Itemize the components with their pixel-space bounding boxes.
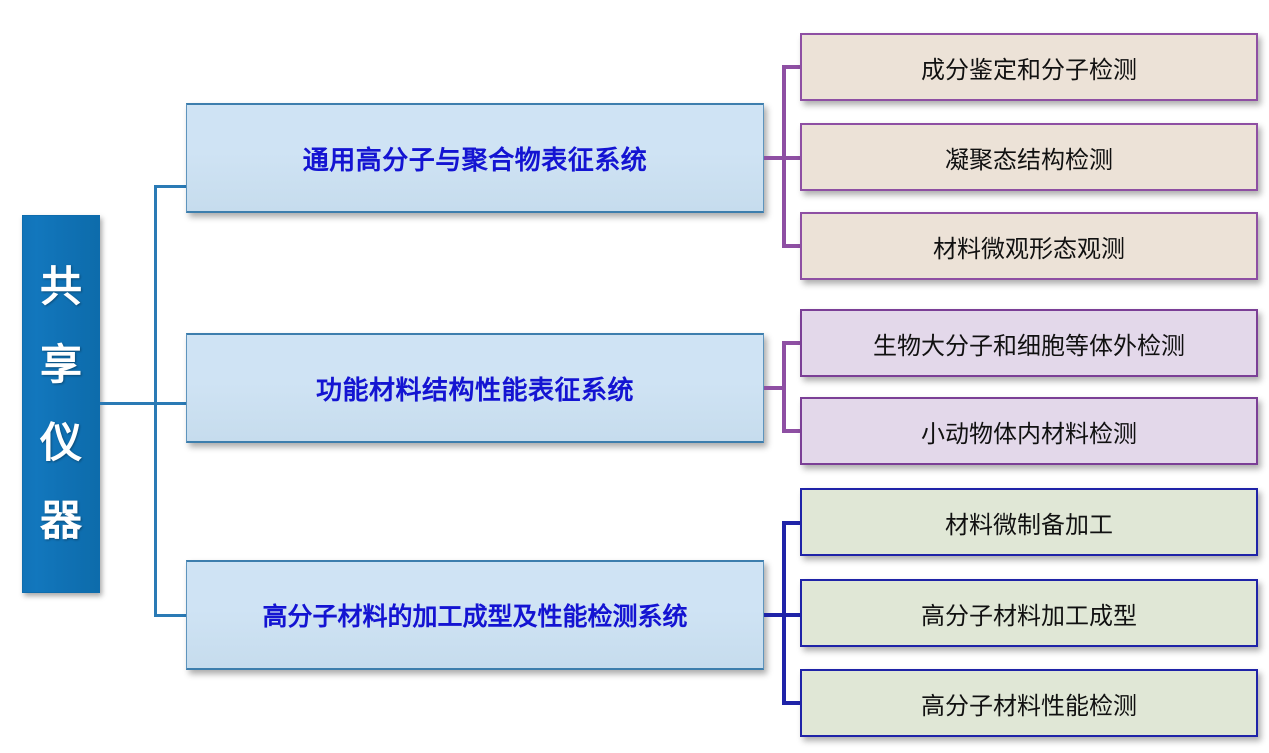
connector-branch2-stub xyxy=(764,386,784,390)
leaf-node-3-2[interactable]: 高分子材料加工成型 xyxy=(800,579,1258,647)
leaf-node-3-1-label: 材料微制备加工 xyxy=(945,510,1113,539)
branch-node-1[interactable]: 通用高分子与聚合物表征系统 xyxy=(186,103,764,213)
leaf-node-1-3[interactable]: 材料微观形态观测 xyxy=(800,212,1258,280)
leaf-node-1-1[interactable]: 成分鉴定和分子检测 xyxy=(800,33,1258,101)
leaf-node-1-2-label: 凝聚态结构检测 xyxy=(945,145,1113,174)
branch-node-3-label: 高分子材料的加工成型及性能检测系统 xyxy=(262,602,688,631)
connector-branch2-arm-1 xyxy=(782,341,802,345)
root-char-3: 仪 xyxy=(39,418,82,467)
connector-branch3-arm-2 xyxy=(782,613,802,617)
connector-branch1-arm-1 xyxy=(782,65,802,69)
connector-branch2-spine xyxy=(782,341,786,433)
connector-branch2-arm-2 xyxy=(782,429,802,433)
branch-node-2-label: 功能材料结构性能表征系统 xyxy=(315,375,634,406)
branch-node-2[interactable]: 功能材料结构性能表征系统 xyxy=(186,333,764,443)
root-node-shared-instruments[interactable]: 共 享 仪 器 xyxy=(22,215,100,593)
leaf-node-1-1-label: 成分鉴定和分子检测 xyxy=(921,55,1137,84)
branch-node-3[interactable]: 高分子材料的加工成型及性能检测系统 xyxy=(186,560,764,670)
leaf-node-1-3-label: 材料微观形态观测 xyxy=(933,234,1125,263)
leaf-node-3-3[interactable]: 高分子材料性能检测 xyxy=(800,669,1258,737)
leaf-node-3-2-label: 高分子材料加工成型 xyxy=(921,601,1137,630)
leaf-node-2-1-label: 生物大分子和细胞等体外检测 xyxy=(873,331,1185,360)
leaf-node-3-3-label: 高分子材料性能检测 xyxy=(921,691,1137,720)
connector-root-stub xyxy=(100,402,156,405)
leaf-node-1-2[interactable]: 凝聚态结构检测 xyxy=(800,123,1258,191)
connector-root-arm-2 xyxy=(154,402,188,405)
connector-root-spine xyxy=(154,185,157,617)
connector-branch3-arm-3 xyxy=(782,701,802,705)
leaf-node-2-2-label: 小动物体内材料检测 xyxy=(921,419,1137,448)
leaf-node-2-2[interactable]: 小动物体内材料检测 xyxy=(800,397,1258,465)
connector-branch1-stub xyxy=(764,156,784,160)
root-char-1: 共 xyxy=(39,262,82,311)
connector-root-arm-1 xyxy=(154,185,188,188)
connector-root-arm-3 xyxy=(154,614,188,617)
connector-branch1-arm-3 xyxy=(782,244,802,248)
branch-node-1-label: 通用高分子与聚合物表征系统 xyxy=(302,145,648,176)
leaf-node-2-1[interactable]: 生物大分子和细胞等体外检测 xyxy=(800,309,1258,377)
root-char-2: 享 xyxy=(39,340,82,389)
root-char-4: 器 xyxy=(39,496,82,545)
connector-branch1-arm-2 xyxy=(782,156,802,160)
connector-branch3-arm-1 xyxy=(782,521,802,525)
connector-branch3-stub xyxy=(764,613,784,617)
leaf-node-3-1[interactable]: 材料微制备加工 xyxy=(800,488,1258,556)
